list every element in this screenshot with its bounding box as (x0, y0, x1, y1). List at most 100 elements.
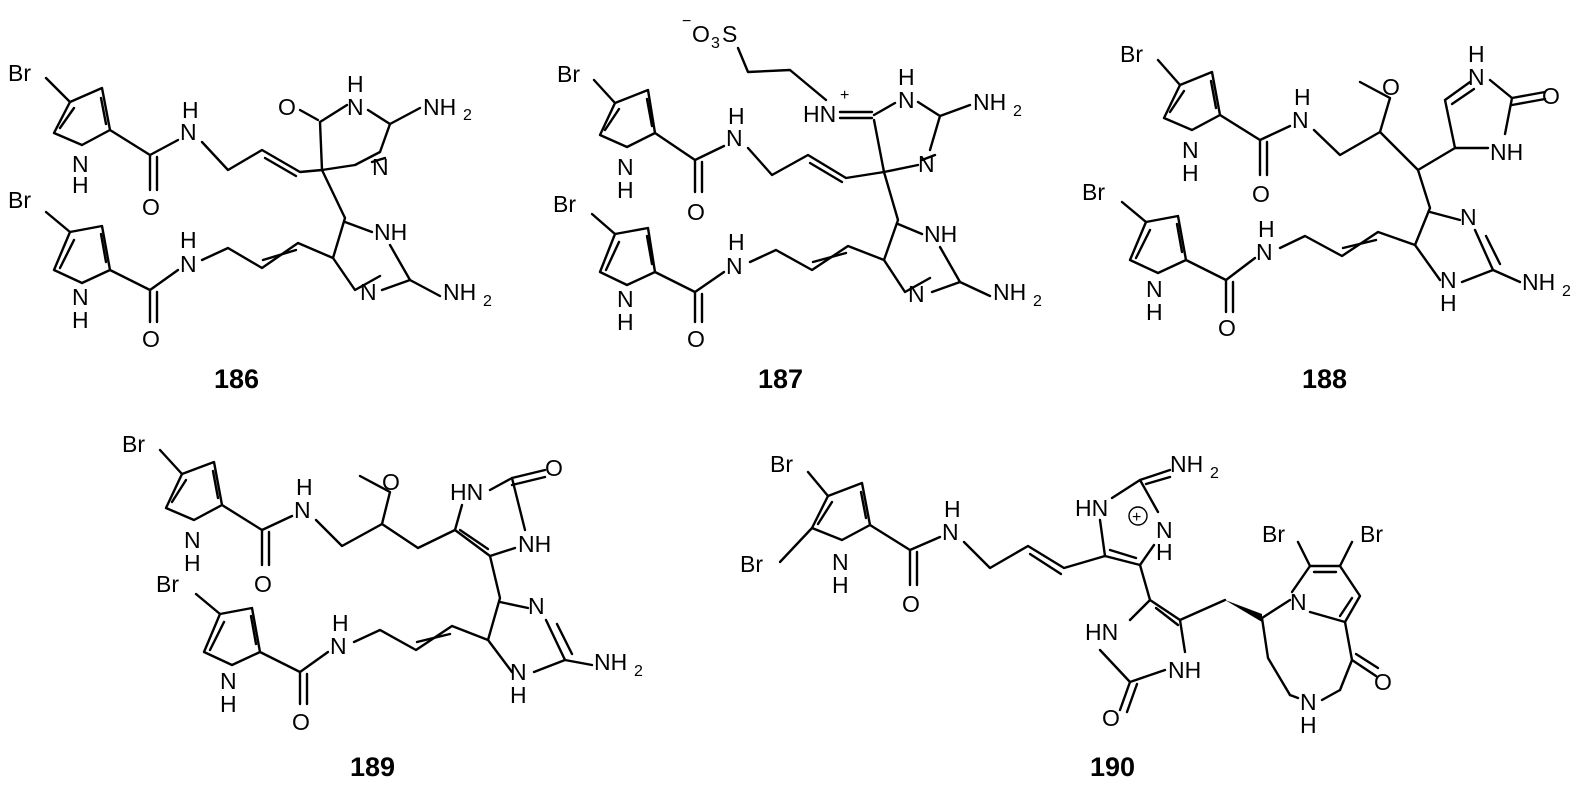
amide-nitrogen-label: N (180, 119, 197, 145)
pyrrole-nitrogen-label: N (220, 668, 237, 694)
carbonyl-oxygen-label: O (1252, 181, 1270, 207)
pyrrole-hydrogen-label: H (617, 177, 634, 203)
compound-number: 187 (758, 364, 803, 394)
compound-number: 186 (214, 364, 259, 394)
bromine-label: Br (1262, 521, 1285, 547)
ring-hn-label: HN (1075, 495, 1108, 521)
amino-subscript: 2 (634, 663, 643, 680)
pyrrole-hydrogen-label: H (72, 307, 89, 333)
imidazole-hydrogen-label: H (1440, 290, 1457, 316)
amino-group-label: NH (1170, 451, 1203, 477)
ring-nitrogen-label: N (372, 154, 389, 180)
bromine-label: Br (122, 431, 145, 457)
ring-nitrogen-label: N (1468, 64, 1485, 90)
amide-hydrogen-label: H (332, 610, 349, 636)
imidazole-nitrogen-label: N (908, 281, 925, 307)
compound-number: 189 (350, 752, 395, 782)
amino-subscript: 2 (1013, 103, 1022, 120)
ring-nh-label: NH (1490, 139, 1523, 165)
amino-subscript: 2 (483, 293, 492, 310)
ring-oxygen-label: O (1542, 83, 1560, 109)
imidazole-nh-label: NH (374, 219, 407, 245)
amide-hydrogen-label: H (296, 474, 313, 500)
bromine-label: Br (156, 571, 179, 597)
ring-nitrogen-label: N (898, 87, 915, 113)
amide-hydrogen-label: H (182, 97, 199, 123)
charge-plus: + (840, 87, 849, 104)
bromine-label: Br (1120, 41, 1143, 67)
imidazole-nh-label: NH (924, 221, 957, 247)
bromine-label: Br (1360, 521, 1383, 547)
carbonyl-oxygen-label: O (1218, 315, 1236, 341)
pyrrole-hydrogen-label: H (617, 309, 634, 335)
compound-187: − O 3 S HN + H N N NH 2 Br N H O N H (553, 13, 1042, 394)
ring-hn-label: HN (1085, 619, 1118, 645)
bromine-label: Br (1082, 179, 1105, 205)
imidazole-nitrogen-label: N (528, 593, 545, 619)
ring-oxygen-label: O (278, 94, 296, 120)
ring-nh-label: NH (1168, 657, 1201, 683)
pyrrole-nitrogen-label: N (72, 284, 89, 310)
ring-hn-label: HN (450, 479, 483, 505)
carbonyl-oxygen-label: O (902, 591, 920, 617)
pyrrole-hydrogen-label: H (72, 172, 89, 198)
pyrrole-nitrogen-label: N (617, 286, 634, 312)
amide-nitrogen-label: N (1256, 239, 1273, 265)
compound-189: Br N H O N H O HN O NH N N H NH 2 (122, 431, 643, 782)
pyrrole-nitrogen-label: N (617, 154, 634, 180)
amide-hydrogen-label: H (180, 227, 197, 253)
amino-subscript: 2 (1033, 293, 1042, 310)
bromine-label: Br (740, 551, 763, 577)
carbonyl-oxygen-label: O (292, 709, 310, 735)
amino-group-label: NH (1522, 269, 1555, 295)
compound-number: 188 (1302, 364, 1347, 394)
carbonyl-oxygen-label: O (687, 199, 705, 225)
methoxy-oxygen-label: O (1382, 74, 1400, 100)
charge-plus: + (1132, 509, 1141, 526)
amide-nitrogen-label: N (180, 251, 197, 277)
sulfonate-oxygen-label: O (692, 21, 710, 47)
sulfonate-subscript: 3 (711, 35, 720, 52)
compound-number: 190 (1090, 752, 1135, 782)
compound-188: Br N H O N H O H N O NH N N H NH 2 (1082, 41, 1571, 394)
bromine-label: Br (770, 451, 793, 477)
lactam-hydrogen-label: H (1300, 712, 1317, 738)
pyrrole-nitrogen-label: N (184, 527, 201, 553)
amide-nitrogen-label: N (330, 633, 347, 659)
carbonyl-oxygen-label: O (142, 326, 160, 352)
amino-group-label: NH (594, 649, 627, 675)
ring-hydrogen-label: H (1468, 41, 1485, 67)
ring-nitrogen-label: N (918, 151, 935, 177)
amide-nitrogen-label: N (1292, 107, 1309, 133)
bromine-label: Br (8, 60, 31, 86)
compound-190: Br Br N H O N H HN NH 2 + N H HN NH (740, 451, 1392, 782)
carbonyl-oxygen-label: O (254, 571, 272, 597)
amino-group-label: NH (423, 94, 456, 120)
amide-nitrogen-label: N (294, 497, 311, 523)
amide-hydrogen-label: H (728, 229, 745, 255)
amide-nitrogen-label: N (726, 253, 743, 279)
amide-nitrogen-label: N (726, 125, 743, 151)
amino-group-label: NH (443, 279, 476, 305)
amino-subscript: 2 (1210, 465, 1219, 482)
imidazole-nitrogen-label: N (1460, 204, 1477, 230)
ring-oxygen-label: O (545, 455, 563, 481)
imidazole-nitrogen-label: N (510, 659, 527, 685)
carbonyl-oxygen-label: O (142, 194, 160, 220)
lactam-oxygen-label: O (1374, 669, 1392, 695)
imidazole-nitrogen-label: N (1440, 267, 1457, 293)
amino-subscript: 2 (463, 107, 472, 124)
methoxy-oxygen-label: O (382, 469, 400, 495)
ring-hydrogen-label: H (898, 64, 915, 90)
amino-group-label: NH (993, 279, 1026, 305)
amino-group-label: NH (973, 89, 1006, 115)
iminium-label: HN (803, 101, 836, 127)
carbonyl-oxygen-label: O (687, 326, 705, 352)
amide-hydrogen-label: H (1294, 84, 1311, 110)
bromine-label: Br (553, 191, 576, 217)
ring-nh-nitrogen-label: N (347, 94, 364, 120)
pyrrole-nitrogen-label: N (832, 549, 849, 575)
lactam-nitrogen-label: N (1300, 689, 1317, 715)
sulfur-label: S (722, 21, 737, 47)
